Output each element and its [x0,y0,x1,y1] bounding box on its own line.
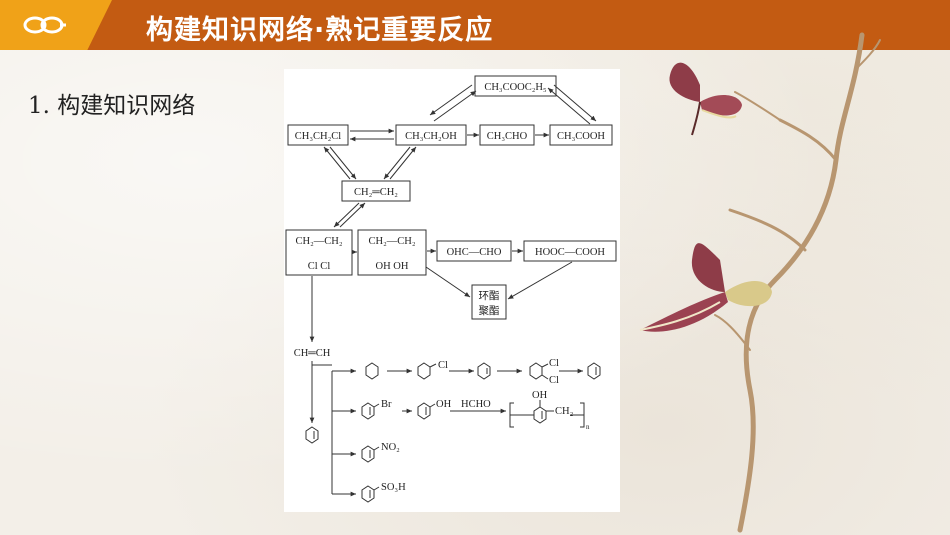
benzene-ring [305,426,319,444]
label-chloroethane: CH₃CH₂Cl [295,131,341,142]
header-bar: 构建知识网络·熟记重要反应 [0,0,950,50]
nitrobenzene-ring [361,445,375,463]
label-formaldehyde: HCHO [461,399,491,410]
benzenesulfonic-ring [361,485,375,503]
label-dichloro-top: Cl [549,358,559,369]
cyclohexene-ring [477,362,491,380]
reaction-network-diagram: CH₃COOC₂H₅ CH₃CH₂Cl CH₃CH₂OH CH₃CHO CH₃C… [284,69,620,512]
label-chloro: Cl [438,360,448,371]
label-resin-oh: OH [532,390,548,401]
branch-butterfly-decoration [639,32,881,533]
label-dichloroethane-subs: Cl Cl [308,261,331,272]
benzene-product-ring [587,362,601,380]
label-dichloro-bottom: Cl [549,375,559,386]
label-ethylene: CH₂═CH₂ [354,187,398,198]
label-cyclic-ester: 环酯 [479,290,500,302]
phenol-ring [417,402,431,420]
dichlorocyclohexane-ring [529,362,543,380]
label-resin-n: n [586,423,590,431]
label-nitro: NO₂ [381,442,400,453]
label-oxalic-acid: HOOC—COOH [535,247,605,258]
label-polyester: 聚酯 [479,305,500,317]
bromobenzene-ring [361,402,375,420]
label-dichloroethane-chain: CH₂—CH₂ [296,236,343,247]
butterfly-lower [639,243,772,332]
label-resin-ch2: CH₂ [555,406,574,417]
label-ethanol: CH₃CH₂OH [405,131,457,142]
label-bromo: Br [381,399,392,410]
node-ethyl-acetate [474,75,557,97]
node-acetic-acid [549,124,613,146]
node-glyoxal [436,240,512,262]
section-heading: 1. 构建知识网络 [28,93,196,119]
phenolic-resin-ring [533,406,547,424]
label-acetaldehyde: CH₃CHO [487,131,528,142]
node-oxalic-acid [523,240,617,262]
chlorocyclohexane-ring [417,362,431,380]
header-logo-box [0,0,112,50]
label-acetylene: CH═CH [294,348,331,359]
node-acetaldehyde [479,124,535,146]
label-hydroxy: OH [436,399,452,410]
node-chloroethane [287,124,349,146]
link-chain-icon [23,16,66,34]
node-ester-products [471,284,507,320]
butterfly-upper [669,62,742,136]
label-acetic-acid: CH₃COOH [557,131,605,142]
label-glyoxal: OHC—CHO [447,247,502,258]
cyclohexane-ring [365,362,379,380]
page-title: 构建知识网络·熟记重要反应 [146,15,494,46]
label-glycol-subs: OH OH [376,261,409,272]
node-ethanol [395,124,467,146]
label-glycol-chain: CH₂—CH₂ [369,236,416,247]
label-ethyl-acetate: CH₃COOC₂H₅ [484,82,547,93]
node-ethylene-glycol [357,229,427,276]
label-sulfonic: SO₃H [381,482,406,493]
node-ethylene [341,180,411,202]
